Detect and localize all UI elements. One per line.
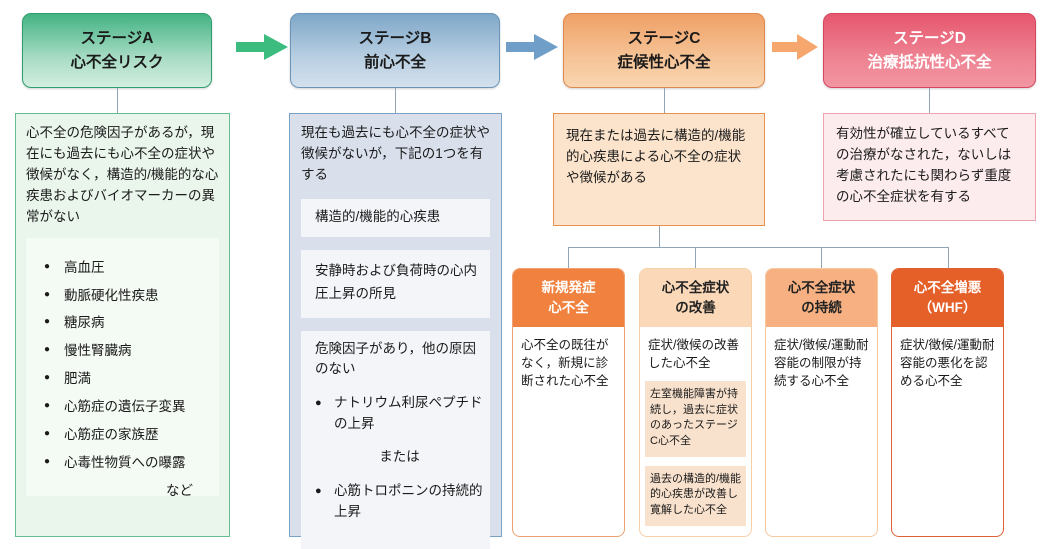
stage-c-header: ステージC 症候性心不全 (563, 13, 765, 88)
stage-a-detail-box: 心不全の危険因子があるが，現在にも過去にも心不全の症状や徴候がなく，構造的/機能… (15, 113, 230, 537)
substage-title: 心不全増悪 （WHF） (892, 269, 1003, 327)
list-item: 糖尿病 (42, 313, 207, 334)
stage-d-detail-box: 有効性が確立しているすべての治療がなされた，ないしは考慮されたにも関わらず重度の… (823, 113, 1036, 221)
substage-description: 心不全の既往がなく，新規に診断された心不全 (521, 338, 609, 389)
stage-a-header: ステージA 心不全リスク (22, 13, 212, 88)
arrow-shape (506, 34, 558, 60)
list-item: 高血圧 (42, 258, 207, 279)
stage-b-header: ステージB 前心不全 (290, 13, 500, 88)
stage-a-description: 心不全の危険因子があるが，現在にも過去にも心不全の症状や徴候がなく，構造的/機能… (26, 125, 219, 224)
stage-b-criterion-3-intro: 危険因子があり，他の原因のない (315, 340, 477, 377)
connector-line (821, 247, 822, 268)
substage-symptom-persistence: 心不全症状 の持続 症状/徴候/運動耐容能の制限が持続する心不全 (765, 268, 878, 537)
substage-new-onset-heart-failure: 新規発症 心不全 心不全の既往がなく，新規に診断された心不全 (512, 268, 625, 537)
substage-title: 心不全症状 の改善 (640, 269, 751, 327)
substage-description: 症状/徴候の改善した心不全 (648, 338, 739, 371)
list-item: 動脈硬化性疾患 (42, 286, 207, 307)
connector-line (948, 247, 949, 268)
substage-note: 左室機能障害が持続し，過去に症状のあったステージC心不全 (645, 381, 746, 457)
list-item: 肥満 (42, 369, 207, 390)
stage-b-description: 現在も過去にも心不全の症状や徴候がないが，下記の1つを有する (301, 125, 490, 182)
stage-b-criterion-3-bullet-2: 心筋トロポニンの持続的上昇 (315, 481, 484, 523)
stage-b-criterion-1: 構造的/機能的心疾患 (301, 198, 490, 237)
list-item: 心筋症の遺伝子変異 (42, 397, 207, 418)
stage-c-description: 現在または過去に構造的/機能的心疾患による心不全の症状や徴候がある (566, 128, 746, 185)
list-item: 慢性腎臓病 (42, 341, 207, 362)
arrow-right-icon-c-to-d (772, 34, 818, 60)
list-item: 心毒性物質への曝露 (42, 453, 207, 474)
connector-line (664, 88, 665, 113)
stage-b-criterion-3: 危険因子があり，他の原因のない ナトリウム利尿ペプチドの上昇 または 心筋トロポ… (301, 330, 490, 549)
stage-a-risk-factor-list: 高血圧 動脈硬化性疾患 糖尿病 慢性腎臓病 肥満 心筋症の遺伝子変異 心筋症の家… (42, 258, 207, 474)
substage-note: 過去の構造的/機能的心疾患が改善し寛解した心不全 (645, 465, 746, 526)
etc-label: など (166, 482, 193, 498)
connector-line (395, 88, 396, 113)
connector-line (929, 88, 930, 113)
arrow-right-icon-b-to-c (506, 34, 558, 60)
substage-symptom-improvement: 心不全症状 の改善 症状/徴候の改善した心不全 左室機能障害が持続し，過去に症状… (639, 268, 752, 537)
substage-description: 症状/徴候/運動耐容能の悪化を認める心不全 (900, 338, 995, 389)
connector-line (117, 88, 118, 113)
substage-worsening-heart-failure: 心不全増悪 （WHF） 症状/徴候/運動耐容能の悪化を認める心不全 (891, 268, 1004, 537)
substage-title: 新規発症 心不全 (513, 269, 624, 327)
substage-description: 症状/徴候/運動耐容能の制限が持続する心不全 (774, 338, 869, 389)
stage-d-header: ステージD 治療抵抗性心不全 (823, 13, 1036, 88)
stage-b-criterion-3-bullet-1: ナトリウム利尿ペプチドの上昇 (315, 393, 484, 435)
connector-line (568, 247, 948, 248)
arrow-shape (772, 34, 818, 60)
arrow-shape (236, 34, 288, 60)
arrow-right-icon-a-to-b (236, 34, 288, 60)
stage-a-risk-factor-panel: 高血圧 動脈硬化性疾患 糖尿病 慢性腎臓病 肥満 心筋症の遺伝子変異 心筋症の家… (26, 237, 219, 498)
or-label: または (379, 449, 420, 465)
stage-d-description: 有効性が確立しているすべての治療がなされた，ないしは考慮されたにも関わらず重度の… (836, 126, 1012, 204)
stage-b-criterion-2: 安静時および負荷時の心内圧上昇の所見 (301, 249, 490, 318)
stage-c-detail-box: 現在または過去に構造的/機能的心疾患による心不全の症状や徴候がある (553, 113, 765, 226)
connector-line (695, 247, 696, 268)
connector-line (659, 226, 660, 247)
stage-b-detail-box: 現在も過去にも心不全の症状や徴候がないが，下記の1つを有する 構造的/機能的心疾… (289, 113, 502, 549)
connector-line (568, 247, 569, 268)
substage-title: 心不全症状 の持続 (766, 269, 877, 327)
list-item: 心筋症の家族歴 (42, 425, 207, 446)
